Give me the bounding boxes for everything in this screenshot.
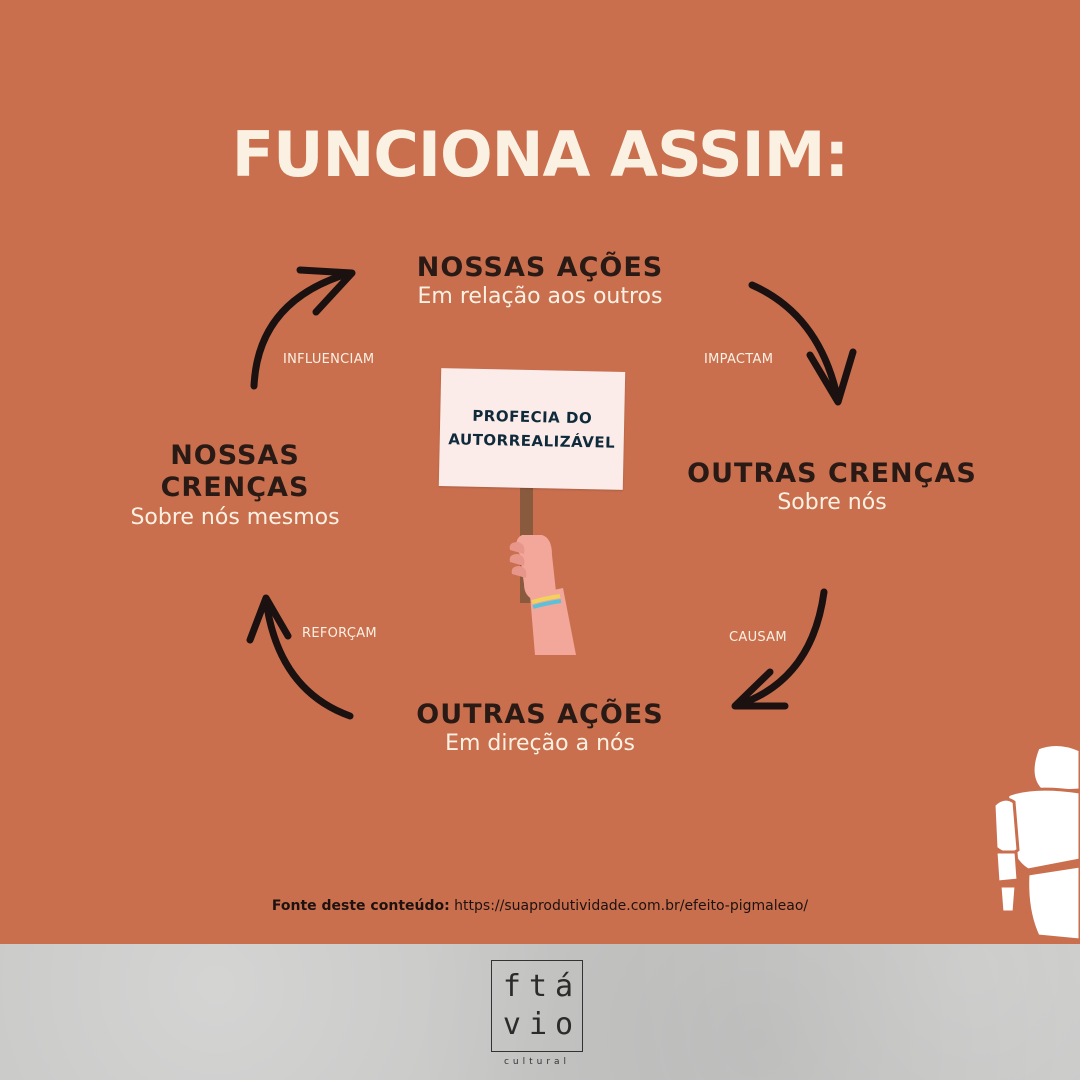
node-top-heading: NOSSAS AÇÕES [416,252,664,283]
source-line: Fonte deste conteúdo: https://suaproduti… [0,898,1080,914]
edge-label-influenciam: INFLUENCIAM [283,352,375,367]
edge-label-causam: CAUSAM [729,630,787,645]
arrow-top-right [748,281,842,404]
node-left: NOSSAS CRENÇAS Sobre nós mesmos [105,440,365,532]
node-top-subtitle: Em relação aos outros [417,284,663,309]
center-sign: PROFECIA DO AUTORREALIZÁVEL [438,368,626,490]
sign-line-2: AUTORREALIZÁVEL [448,430,616,452]
arrow-bottom-left [262,596,354,720]
logo: ftá vio [491,960,583,1052]
edge-label-impactam: IMPACTAM [704,352,774,367]
node-bottom-subtitle: Em direção a nós [445,731,635,756]
sign-line-1: PROFECIA DO [472,406,593,428]
source-label: Fonte deste conteúdo: [271,898,450,914]
node-left-heading-line1: NOSSAS [170,440,300,471]
stone-figure-decoration [992,743,1080,940]
arrowhead-right-bottom [731,668,789,710]
node-right-heading: OUTRAS CRENÇAS [687,458,977,489]
node-left-heading-line2: CRENÇAS [160,472,310,503]
node-top: NOSSAS AÇÕES Em relação aos outros [340,253,740,311]
node-right: OUTRAS CRENÇAS Sobre nós [672,459,992,517]
node-left-subtitle: Sobre nós mesmos [130,505,340,530]
node-bottom: OUTRAS AÇÕES Em direção a nós [340,700,740,758]
edge-label-reforcam: REFORÇAM [302,626,377,641]
logo-subtitle: cultural [503,1057,571,1067]
arrowhead-left-top [296,266,356,316]
arrowhead-top-right [806,348,857,406]
node-bottom-heading: OUTRAS AÇÕES [416,699,664,730]
hand-holding-sign-illustration [509,488,576,655]
cycle-arrows [246,266,857,720]
node-right-subtitle: Sobre nós [777,490,887,515]
page-title: FUNCIONA ASSIM: [231,118,849,191]
logo-line-1: ftá [502,969,582,1004]
source-url[interactable]: https://suaprodutividade.com.br/efeito-p… [454,898,809,914]
arrow-right-bottom [734,588,828,709]
footer-area [0,944,1080,1080]
arrow-left-top [250,269,354,390]
arrowhead-bottom-left [246,594,292,644]
logo-line-2: vio [502,1007,582,1042]
